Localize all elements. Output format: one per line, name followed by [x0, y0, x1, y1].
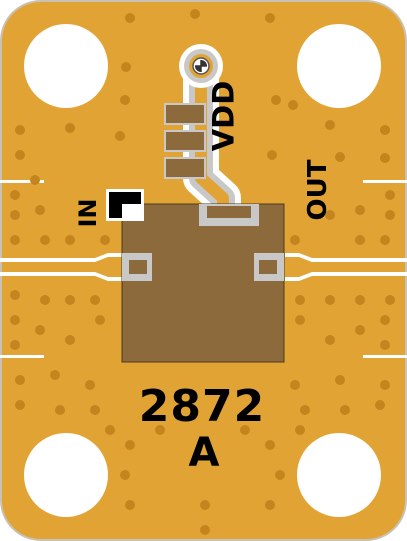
via-dot	[90, 405, 100, 415]
via-dot	[385, 210, 395, 220]
via-dot	[100, 235, 110, 245]
via-dot	[385, 190, 395, 200]
via-dot	[200, 500, 210, 510]
via-dot	[275, 470, 285, 480]
via-dot	[300, 405, 310, 415]
via-dot	[355, 235, 365, 245]
via-dot	[380, 125, 390, 135]
via-dot	[288, 100, 298, 110]
via-dot	[115, 131, 125, 141]
mounting-hole-top-right	[297, 24, 381, 108]
via-dot	[65, 123, 75, 133]
die-attach-pad	[121, 203, 285, 363]
via-dot	[335, 152, 345, 162]
via-dot	[15, 400, 25, 410]
via-dot	[10, 190, 20, 200]
via-dot	[265, 13, 275, 23]
via-dot	[271, 95, 281, 105]
crosshair-via-icon	[192, 57, 210, 75]
via-dot	[385, 295, 395, 305]
via-dot	[30, 175, 40, 185]
via-dot	[375, 400, 385, 410]
via-dot	[380, 315, 390, 325]
rf-input-label: IN	[74, 198, 102, 228]
revision-label: A	[188, 430, 220, 476]
via-dot	[355, 205, 365, 215]
via-dot	[85, 380, 95, 390]
via-dot	[15, 125, 25, 135]
via-dot	[325, 335, 335, 345]
via-dot	[380, 380, 390, 390]
via-dot	[10, 340, 20, 350]
via-dot	[295, 295, 305, 305]
via-dot	[120, 95, 130, 105]
via-dot	[290, 380, 300, 390]
via-dot	[295, 315, 305, 325]
via-dot	[290, 235, 300, 245]
via-dot	[35, 325, 45, 335]
via-dot	[380, 235, 390, 245]
pin1-marker-icon	[106, 189, 144, 221]
via-dot	[55, 405, 65, 415]
via-dot	[265, 440, 275, 450]
via-dot	[40, 235, 50, 245]
rf-input-line	[0, 180, 122, 358]
via-dot	[50, 370, 60, 380]
via-dot	[95, 315, 105, 325]
via-dot	[65, 335, 75, 345]
via-dot	[105, 425, 115, 435]
via-dot	[121, 62, 131, 72]
via-dot	[295, 425, 305, 435]
via-dot	[120, 470, 130, 480]
via-dot	[125, 500, 135, 510]
bypass-capacitor-pads	[164, 103, 206, 179]
via-dot	[125, 440, 135, 450]
rf-output-label: OUT	[303, 159, 333, 221]
mounting-hole-top-left	[24, 24, 108, 108]
via-dot	[10, 315, 20, 325]
via-dot	[190, 9, 200, 19]
via-dot	[325, 210, 335, 220]
via-dot	[15, 375, 25, 385]
via-dot	[240, 425, 250, 435]
via-dot	[65, 295, 75, 305]
via-dot	[340, 405, 350, 415]
via-dot	[200, 525, 210, 535]
via-dot	[355, 325, 365, 335]
via-dot	[90, 295, 100, 305]
via-dot	[355, 295, 365, 305]
via-dot	[15, 150, 25, 160]
via-dot	[40, 295, 50, 305]
part-number-label: 2872	[138, 381, 266, 432]
via-dot	[10, 210, 20, 220]
via-dot	[335, 375, 345, 385]
via-dot	[65, 235, 75, 245]
via-dot	[155, 425, 165, 435]
mounting-hole-bottom-left	[24, 433, 108, 517]
rf-output-line	[285, 180, 407, 358]
via-dot	[10, 290, 20, 300]
mounting-hole-bottom-right	[297, 433, 381, 517]
via-dot	[325, 120, 335, 130]
via-dot	[10, 235, 20, 245]
via-dot	[325, 295, 335, 305]
via-dot	[125, 13, 135, 23]
via-dot	[35, 205, 45, 215]
via-dot	[380, 153, 390, 163]
via-dot	[380, 340, 390, 350]
via-dot	[267, 150, 277, 160]
via-dot	[265, 500, 275, 510]
vdd-label: VDD	[206, 80, 241, 152]
